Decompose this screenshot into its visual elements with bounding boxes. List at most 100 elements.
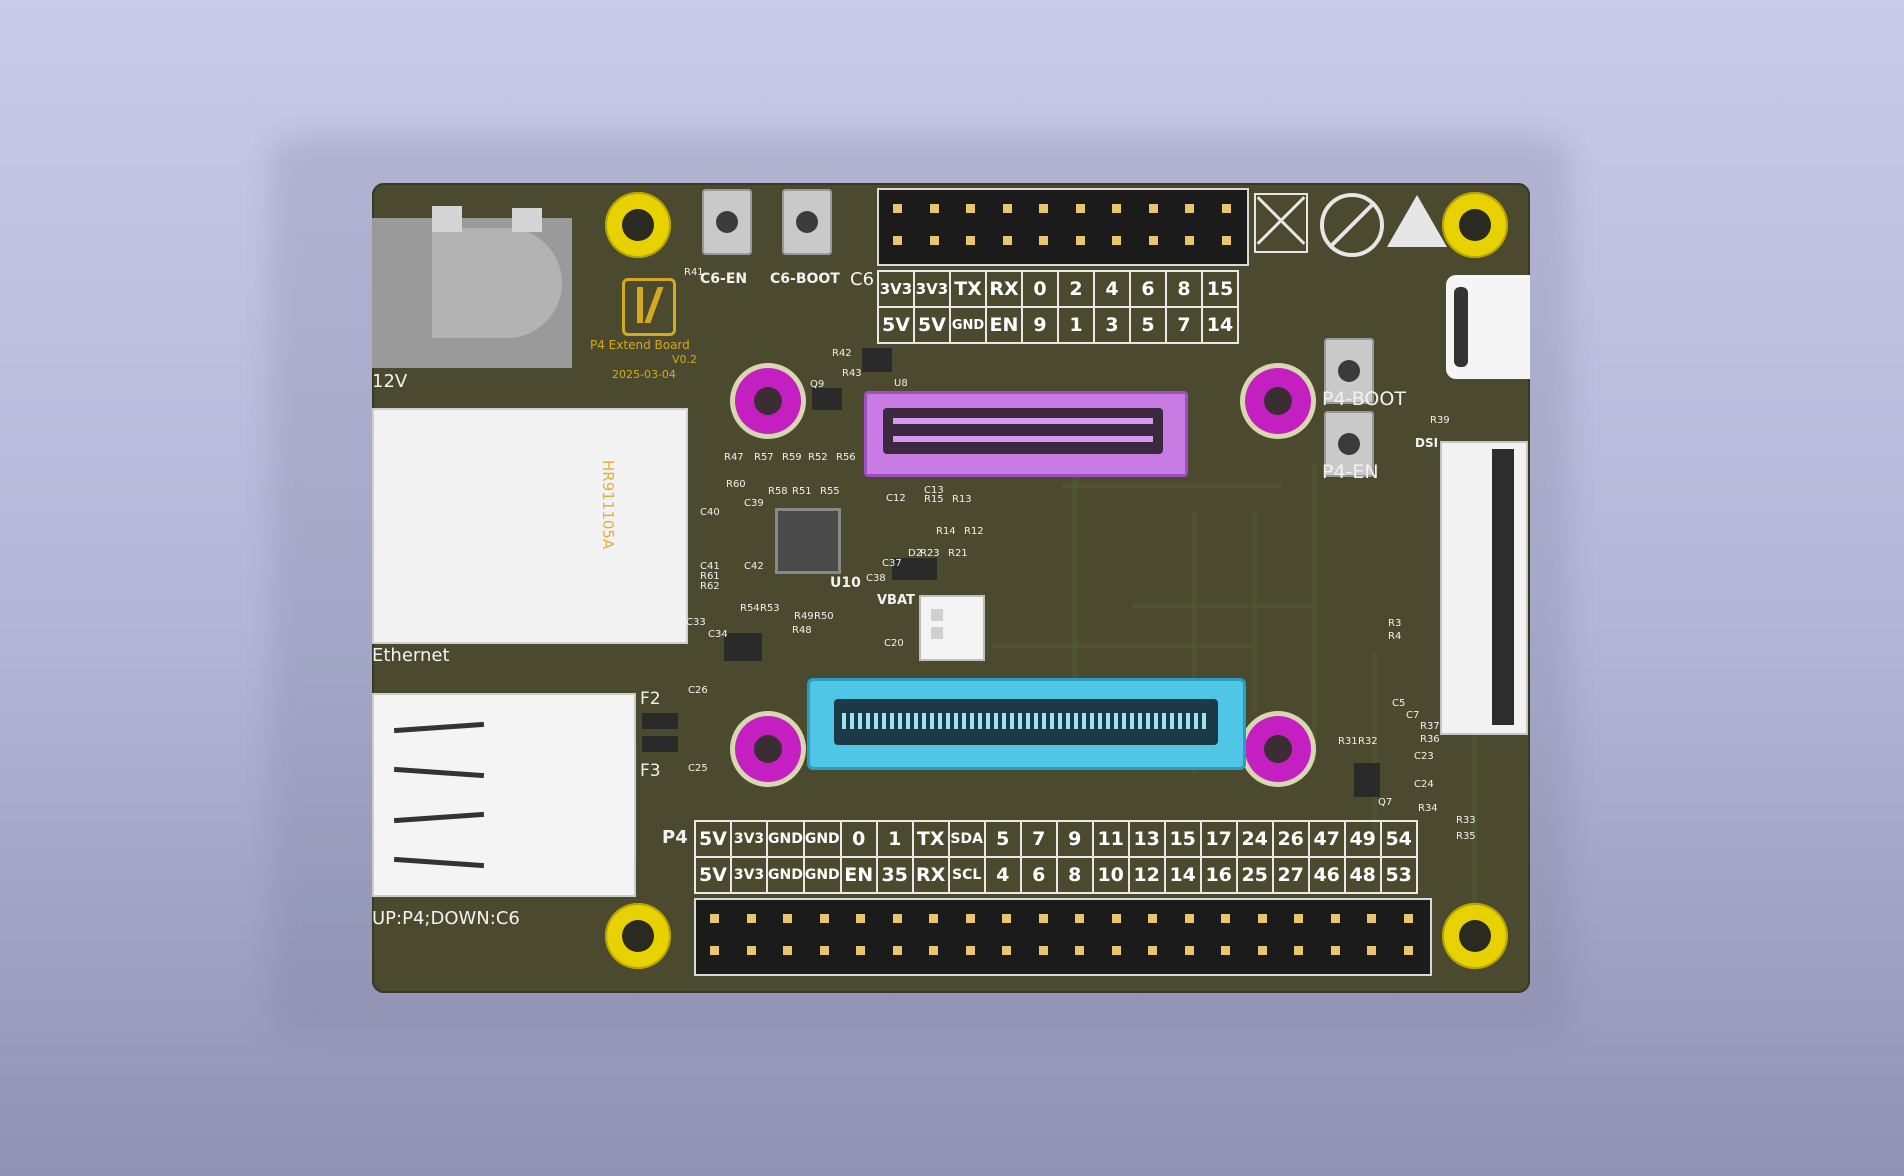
ethernet-label: Ethernet [372,645,450,666]
header-pin [1111,914,1121,923]
c6-pin-top: 4 [1093,270,1131,308]
p4-pin-header[interactable] [694,898,1432,976]
header-pin [1294,946,1303,955]
usb-c-port[interactable] [1446,275,1530,379]
ref-label: R57 [754,452,774,463]
ref-label: R54 [740,603,760,614]
p4-en-button[interactable] [1324,411,1374,477]
header-pin [1367,914,1376,923]
c6-boot-button[interactable] [782,189,832,255]
p4-pin-bottom: 6 [1019,856,1058,894]
c6-pin-bottom: 5V [877,306,915,344]
header-pin [965,914,975,923]
ref-label: C34 [708,629,728,640]
ref-label: C37 [882,558,902,569]
c6-pin-bottom: 9 [1021,306,1059,344]
b2b-connector-cyan[interactable] [807,678,1246,770]
p4-pin-top: 24 [1235,820,1274,858]
c6-pin-bottom: EN [985,306,1023,344]
p4-pin-bottom: 27 [1271,856,1310,894]
header-pin [1257,914,1267,923]
ref-label: C5 [1392,698,1406,709]
p4-pin-top: 7 [1019,820,1058,858]
ref-label: R49 [794,611,814,622]
c6-pin-bottom: GND [949,306,987,344]
header-pin [746,914,756,923]
p4-pin-top: SDA [947,820,986,858]
ref-label: R35 [1456,831,1476,842]
header-pin [856,914,865,923]
p4-pin-bottom: 53 [1379,856,1418,894]
header-pin [819,946,829,955]
b2b-connector-purple[interactable] [864,391,1188,477]
trace [1312,463,1317,763]
header-pin [893,204,902,213]
board-logo [622,278,676,336]
fuse-f2 [642,713,678,729]
crystal [724,633,762,661]
jack-pin [432,206,462,232]
ref-label: C7 [1406,710,1420,721]
header-pin [1075,204,1085,213]
ref-label: R32 [1358,736,1378,747]
vbat-label: VBAT [877,593,915,608]
c6-pin-bottom: 3 [1093,306,1131,344]
logo-stroke [644,287,664,323]
p4-pin-bottom: 48 [1343,856,1382,894]
mounting-hole-bottom-right [1442,903,1508,969]
c6-boot-label: C6-BOOT [770,271,840,287]
board-name: P4 Extend Board [590,338,690,352]
ref-label: C20 [884,638,904,649]
slash-stroke [1327,200,1377,250]
header-pin [1075,914,1084,923]
dc-power-jack [372,206,572,368]
p4-pin-top: 26 [1271,820,1310,858]
header-pin [892,914,902,923]
p4-boot-button[interactable] [1324,338,1374,404]
header-pin [1039,204,1048,213]
rj45-ethernet-jack[interactable]: HR911105A [372,408,688,644]
mounting-hole-top-right [1442,192,1508,258]
jack-body [432,228,562,338]
ref-label: R3 [1388,618,1402,629]
ref-label: R42 [832,348,852,359]
usb-contact [393,856,485,869]
ref-label: C26 [688,685,708,696]
usb-a-port[interactable] [372,693,636,897]
ref-label: Q9 [810,379,825,390]
ref-label: R23 [920,548,940,559]
ref-label: R62 [700,581,720,592]
c6-pin-header[interactable] [877,188,1249,266]
header-pin [1330,914,1340,923]
trace [1472,583,1477,943]
ref-label: C41 [700,561,720,572]
connector-pins [893,418,1153,424]
trace [992,643,1252,648]
header-pin [1148,914,1157,923]
vbat-connector[interactable] [919,595,985,661]
ref-label: R60 [726,479,746,490]
header-pin [1002,946,1011,955]
header-pin [1367,946,1376,955]
p4-pin-top: 1 [875,820,914,858]
q7-transistor [1354,763,1380,797]
header-pin [710,914,719,923]
header-pin [1148,946,1157,955]
q9-transistor [812,388,842,410]
ref-label: R58 [768,486,788,497]
header-pin [1038,946,1048,955]
c6-pin-map: 3V3 3V3 TX RX 0 2 4 6 8 15 5V 5V GND EN … [877,270,1239,344]
c6-pin-bottom: 5 [1129,306,1167,344]
standoff-hole [1245,716,1311,782]
ref-label: R43 [842,368,862,379]
trace [1072,423,1078,743]
mounting-hole-top-left [605,192,671,258]
dsi-ffc-connector[interactable] [1440,441,1528,735]
p4-pin-bottom: 10 [1091,856,1130,894]
ref-label: C13 [924,485,944,496]
header-pin [710,946,719,955]
ref-label: R13 [952,494,972,505]
p4-pin-top: 47 [1307,820,1346,858]
c6-en-button[interactable] [702,189,752,255]
trace [1252,513,1257,713]
